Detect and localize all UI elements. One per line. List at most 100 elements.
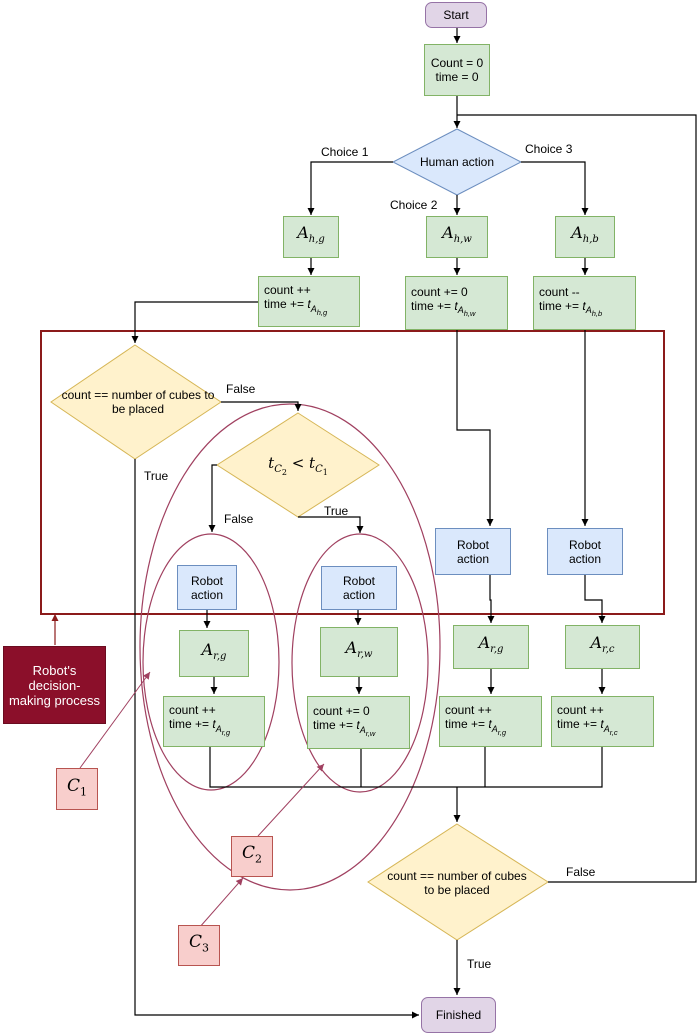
upd-rw-sub: A: [359, 724, 366, 735]
upd-rw-line1: count += 0: [313, 704, 370, 719]
upd-hg-time: time +=: [264, 297, 308, 312]
edge-choice1: [307, 161, 393, 215]
a-rc-sub: r,c: [602, 644, 615, 656]
upd-rg-t-1: t: [212, 717, 216, 732]
choice3-label: Choice 3: [525, 142, 573, 156]
upd-rw-line2: time += tAr,w: [313, 718, 375, 740]
upd-hb-line1: count --: [539, 284, 580, 299]
upd-hb-t: t: [582, 298, 586, 313]
upd-rg-time-2: time +=: [445, 717, 489, 732]
pointer-c1: [79, 671, 151, 769]
a-rg-base-2: A: [478, 633, 491, 653]
upd-rc-time: time +=: [557, 717, 601, 732]
upd-rg-line1-2: count ++: [445, 703, 492, 718]
compare-subsub1: 2: [281, 468, 287, 477]
a-rg-label-2: Ar,g: [478, 633, 504, 657]
upd-rw-time: time +=: [313, 718, 357, 733]
start-label: Start: [443, 8, 469, 22]
robot-decision-frame: [40, 330, 665, 615]
a-hw-label: Ah,w: [442, 223, 472, 247]
upd-hw-box: count += 0 time += tAh,w: [405, 276, 508, 330]
upd-rg-subsub-1: r,g: [221, 727, 231, 737]
upd-rg-time-1: time +=: [169, 717, 213, 732]
check-bottom-label: count == number of cubes to be placed: [387, 869, 527, 897]
edge-choice3: [521, 161, 589, 215]
edge-false-top: [221, 401, 302, 411]
compare-t2: t: [309, 454, 316, 472]
cluster-c1-ellipse: [142, 533, 280, 791]
a-hb-sub: h,b: [582, 234, 599, 246]
compare-subsub2: 1: [322, 468, 328, 477]
upd-hw-line2: time += tAh,w: [411, 299, 475, 321]
upd-hg-t: t: [307, 297, 311, 312]
robot-action-box-1: Robot action: [177, 565, 237, 610]
pointer-c2: [257, 763, 325, 837]
true-top-label: True: [144, 469, 169, 483]
a-rc-base: A: [590, 633, 603, 653]
edge-merge-1: [209, 747, 603, 788]
a-hg-box: Ah,g: [283, 216, 339, 258]
a-hg-sub: h,g: [308, 234, 325, 246]
edge-true-top: [134, 459, 419, 1019]
robot-process-box: Robot's decision-making process: [3, 646, 106, 724]
upd-rc-sub: A: [603, 723, 610, 734]
cluster-c3-ellipse: [139, 403, 441, 891]
robot-action-label-3: Robot action: [456, 537, 490, 566]
upd-hg-line1: count ++: [264, 283, 311, 298]
check-top-label: count == number of cubes to be placed: [61, 388, 215, 416]
human-action-label: Human action: [419, 155, 495, 169]
c1-box: C1: [56, 768, 98, 810]
init-time-label: time = 0: [435, 70, 479, 84]
upd-rg-line1-1: count ++: [169, 703, 216, 718]
a-rg-base-1: A: [201, 639, 214, 659]
a-rw-box: Ar,w: [320, 627, 398, 677]
finished-label: Finished: [435, 1008, 482, 1022]
false-top-label: False: [226, 382, 256, 396]
c1-label: C1: [66, 775, 87, 799]
upd-hb-sub: A: [585, 305, 592, 316]
a-hb-base: A: [571, 223, 583, 243]
upd-hb-box: count -- time += tAh,b: [533, 276, 636, 330]
a-hb-label: Ah,b: [571, 223, 599, 247]
upd-hg-box: count ++ time += tAh,g: [258, 276, 360, 327]
robot-action-label-4: Robot action: [568, 537, 602, 566]
cluster-c2-ellipse: [291, 533, 429, 793]
compare-op: <: [286, 454, 310, 472]
a-hw-base: A: [442, 223, 454, 243]
upd-hg-subsub: h,g: [316, 307, 328, 317]
c3-box: C3: [178, 925, 220, 966]
a-rg-sub-2: r,g: [490, 644, 504, 656]
a-rg-box-1: Ar,g: [179, 630, 249, 677]
c3-base: C: [188, 932, 202, 953]
upd-hb-time: time +=: [539, 298, 583, 313]
a-hg-base: A: [297, 223, 309, 243]
upd-hb-line2: time += tAh,b: [539, 299, 602, 321]
upd-rw-subsub: r,w: [365, 728, 376, 738]
robot-action-box-2: Robot action: [321, 566, 397, 610]
upd-rc-t: t: [600, 717, 604, 732]
upd-hb-subsub: h,b: [591, 309, 603, 319]
init-count-label: Count = 0: [430, 56, 484, 70]
edge-robot4-arc: [584, 575, 606, 623]
choice1-label: Choice 1: [321, 145, 369, 159]
a-rc-label: Ar,c: [590, 633, 615, 657]
a-rw-label: Ar,w: [345, 638, 373, 662]
edge-false-bottom: [457, 114, 697, 883]
a-rw-base: A: [345, 638, 358, 658]
a-hw-sub: h,w: [453, 234, 472, 246]
upd-hw-t: t: [454, 298, 458, 313]
a-rg-sub-1: r,g: [213, 651, 227, 663]
robot-action-label-2: Robot action: [342, 574, 376, 602]
c2-label: C2: [242, 845, 262, 866]
pointer-c3: [198, 877, 244, 929]
upd-rw-box: count += 0 time += tAr,w: [307, 696, 410, 749]
false-cmp-label: False: [224, 512, 254, 526]
true-bottom-label: True: [467, 957, 492, 971]
c1-base: C: [66, 775, 80, 796]
edge-true-cmp: [298, 516, 364, 533]
edge-false-cmp: [208, 464, 217, 532]
a-rg-box-2: Ar,g: [453, 625, 529, 669]
upd-hg-sub: A: [310, 303, 317, 314]
robot-action-box-3: Robot action: [435, 528, 511, 575]
a-hg-label: Ah,g: [297, 223, 325, 247]
